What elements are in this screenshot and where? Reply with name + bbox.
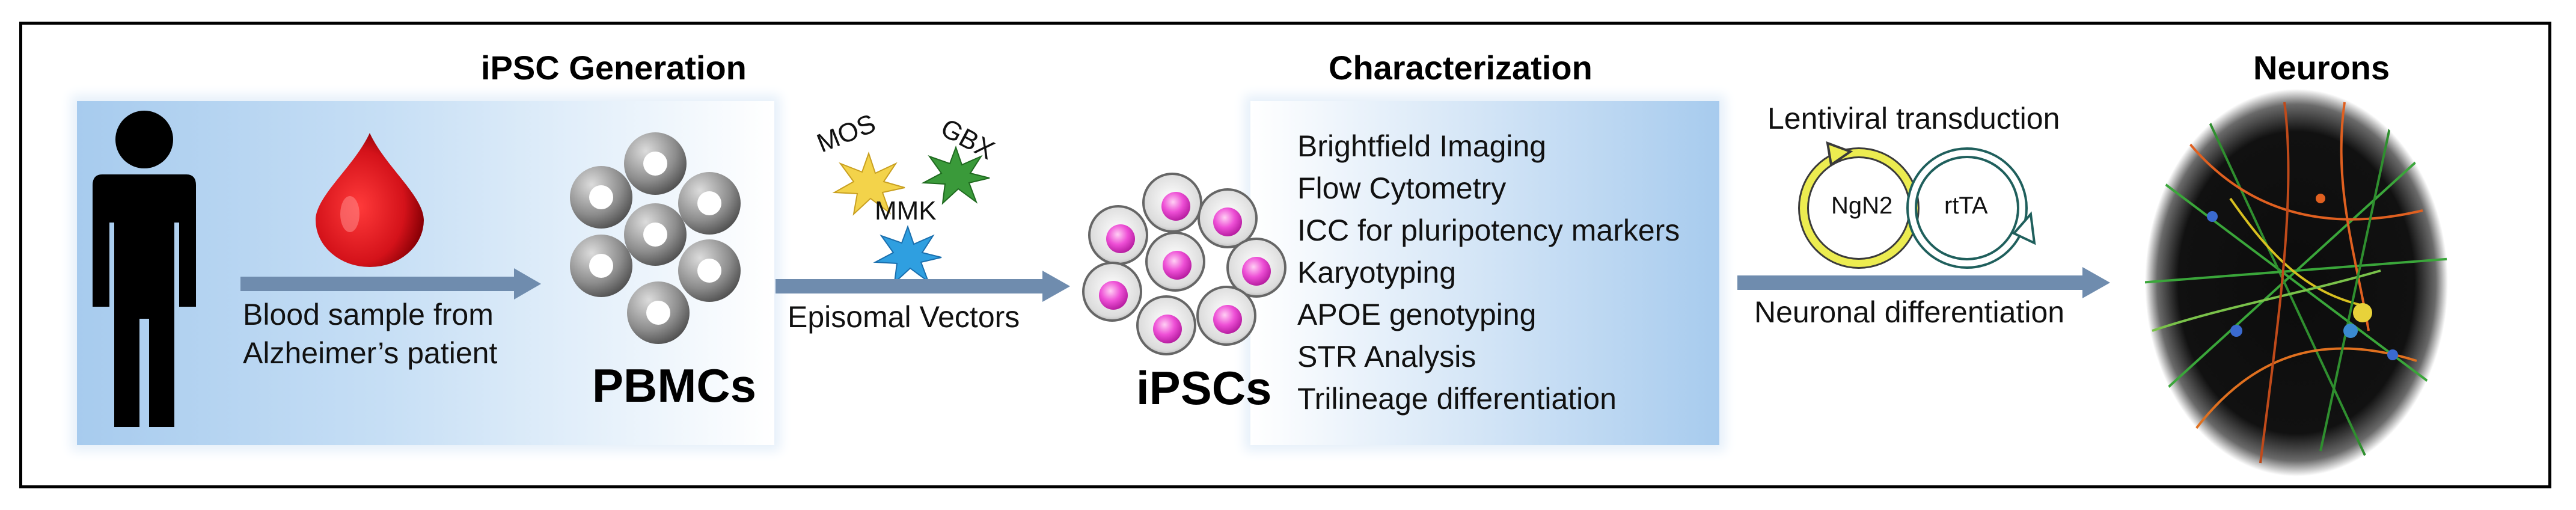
person-icon [93,111,196,427]
ipsc-cells-icon [1082,173,1286,355]
pbmcs-label: PBMCs [592,359,757,412]
characterization-item: STR Analysis [1297,340,1476,373]
mmk-star-icon [873,225,942,284]
plasmid-rings-icon [1798,141,2036,269]
neuronal-differentiation-label: Neuronal differentiation [1754,295,2065,329]
lentiviral-transduction-label: Lentiviral transduction [1767,102,2060,135]
blood-sample-label-line1: Blood sample from [243,298,494,331]
characterization-item: Trilineage differentiation [1297,382,1617,416]
section-title-neurons: Neurons [2253,49,2390,87]
blood-sample-label-line2: Alzheimer’s patient [243,336,498,370]
section-title-ipsc-generation: iPSC Generation [481,49,747,87]
characterization-item: APOE genotyping [1297,298,1537,331]
mmk-label: MMK [875,196,937,226]
characterization-item: Karyotyping [1297,256,1457,289]
characterization-item: ICC for pluripotency markers [1297,214,1680,247]
ipscs-label: iPSCs [1136,361,1272,414]
arrow-ipsc-to-neurons [1737,267,2110,298]
ngn2-label: NgN2 [1831,192,1893,219]
rtta-label: rtTA [1944,192,1988,219]
gbx-star-icon [921,146,990,205]
section-title-characterization: Characterization [1329,49,1592,87]
arrow-pbmc-to-ipsc [776,271,1070,302]
characterization-item: Brightfield Imaging [1297,129,1547,163]
pbmc-cells-icon [570,132,741,344]
mos-star-icon [832,151,905,216]
neurons-image [2145,89,2448,476]
characterization-item: Flow Cytometry [1297,171,1507,205]
arrow-blood-to-pbmc [240,268,541,300]
blood-drop-icon [316,133,424,267]
characterization-panel [1250,101,1719,445]
episomal-vectors-label: Episomal Vectors [788,300,1020,334]
